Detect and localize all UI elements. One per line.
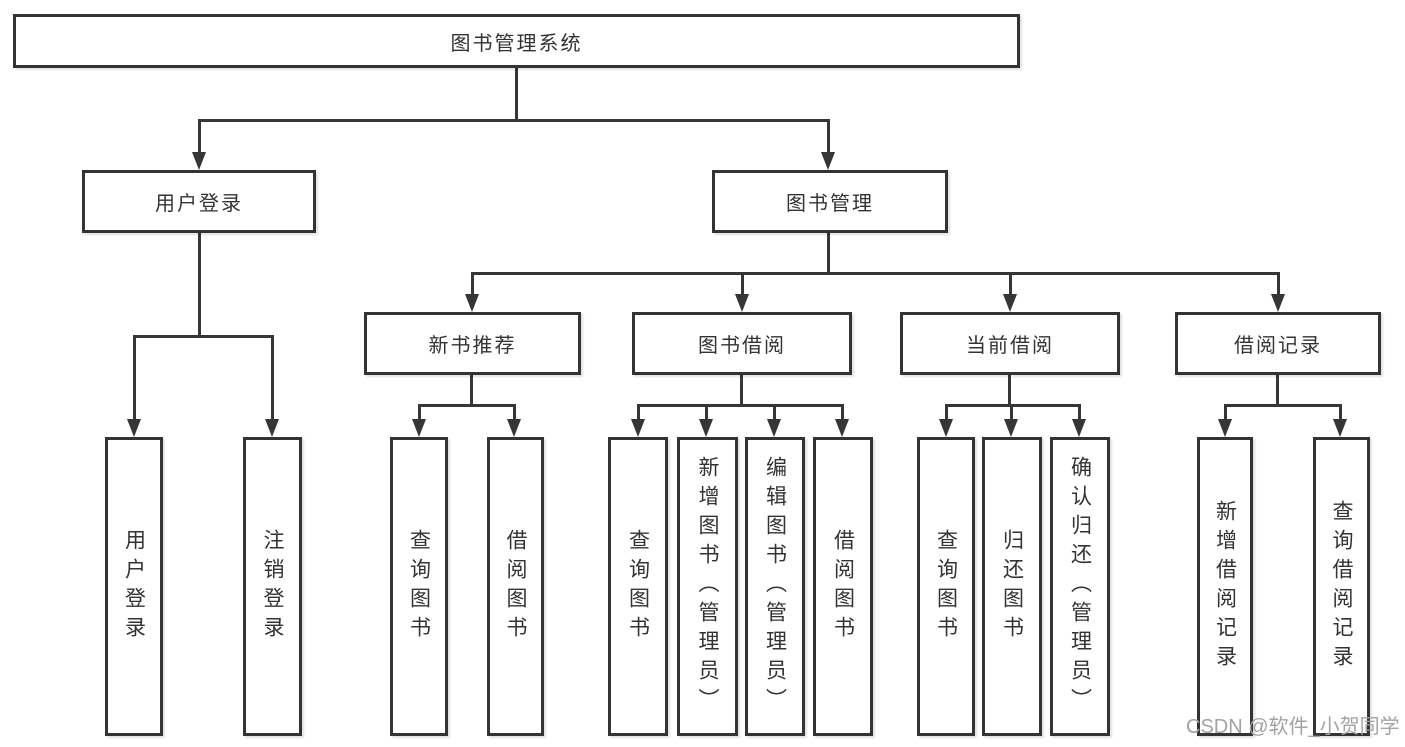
node-label: 查询图书 [934, 528, 958, 645]
arrowhead-edit-book-admin [767, 419, 781, 437]
connector-bookmgmt-vline [827, 233, 830, 272]
arrowhead-leaf-user-login [127, 419, 141, 437]
node-label: 新书推荐 [428, 335, 517, 357]
node-leaf-edit-book-admin: 编辑图书（管理员） [745, 437, 805, 736]
node-label: 用户登录 [155, 193, 243, 215]
arrowhead-add-book-admin [699, 419, 713, 437]
connector-recommend-vline [470, 375, 473, 404]
node-label: 查询图书 [626, 528, 650, 645]
arrowhead-confirm-return-admin [1072, 419, 1086, 437]
connector-bookmgmt-stem-3 [1009, 272, 1012, 294]
arrowhead-leaf-logout [265, 419, 279, 437]
node-label: 新增图书（管理员） [696, 456, 719, 717]
node-leaf-query-books-borrowing: 查询图书 [608, 437, 668, 736]
connector-bookmgmt-stem-2 [741, 272, 744, 294]
node-label: 借阅图书 [504, 528, 527, 645]
connector-bookmgmt-stem-4 [1277, 272, 1280, 294]
connector-userlogin-stem-2 [271, 335, 274, 419]
node-label: 归还图书 [1000, 528, 1024, 645]
arrowhead-book-management [821, 152, 835, 170]
arrowhead-add-borrow-record [1218, 419, 1232, 437]
arrowhead-user-login [192, 152, 206, 170]
node-leaf-user-login: 用户登录 [105, 437, 163, 736]
connector-userlogin-stem-1 [133, 335, 136, 419]
connector-current-hbar [945, 404, 1081, 407]
connector-records-stem-1 [1224, 404, 1227, 419]
node-book-management: 图书管理 [712, 170, 948, 233]
arrowhead-return-books [1004, 419, 1018, 437]
connector-borrowing-stem-2 [705, 404, 708, 419]
arrowhead-query-books-borrowing [631, 419, 645, 437]
connector-borrowing-stem-1 [637, 404, 640, 419]
arrowhead-new-book-recommendation [465, 294, 479, 312]
connector-userlogin-vline [198, 233, 201, 335]
connector-borrowing-hbar [637, 404, 844, 407]
connector-records-stem-2 [1339, 404, 1342, 419]
connector-recommend-hbar [418, 404, 516, 407]
arrowhead-borrowing-records [1271, 294, 1285, 312]
connector-root-stem-left [198, 119, 201, 152]
arrowhead-borrow-books-recommend [507, 419, 521, 437]
node-label: 查询借阅记录 [1330, 499, 1353, 674]
node-user-login: 用户登录 [82, 170, 316, 233]
connector-userlogin-hbar [133, 335, 274, 338]
connector-borrowing-stem-4 [841, 404, 844, 419]
node-leaf-logout: 注销登录 [243, 437, 302, 736]
node-leaf-return-books: 归还图书 [982, 437, 1042, 736]
node-leaf-query-books-current: 查询图书 [917, 437, 975, 736]
arrowhead-query-borrow-record [1333, 419, 1347, 437]
node-label: 图书管理系统 [450, 32, 583, 55]
connector-records-hbar [1224, 404, 1342, 407]
node-new-book-recommendation: 新书推荐 [364, 312, 581, 375]
connector-recommend-stem-2 [513, 404, 516, 419]
connector-recommend-stem-1 [418, 404, 421, 419]
connector-bookmgmt-stem-1 [471, 272, 474, 294]
node-library-management-system: 图书管理系统 [13, 14, 1020, 68]
node-leaf-borrow-books-recommend: 借阅图书 [487, 437, 544, 736]
node-leaf-add-borrow-record: 新增借阅记录 [1197, 437, 1253, 736]
node-label: 图书借阅 [698, 335, 786, 357]
node-label: 图书管理 [786, 193, 874, 215]
node-borrowing-records: 借阅记录 [1175, 312, 1381, 375]
node-leaf-query-borrow-record: 查询借阅记录 [1313, 437, 1370, 736]
node-label: 查询图书 [407, 528, 431, 645]
node-label: 新增借阅记录 [1213, 499, 1237, 674]
connector-bookmgmt-hbar [471, 272, 1279, 275]
node-leaf-borrow-books-borrowing: 借阅图书 [813, 437, 873, 736]
connector-current-stem-3 [1078, 404, 1081, 419]
connector-records-vline [1276, 375, 1279, 404]
node-leaf-confirm-return-admin: 确认归还（管理员） [1050, 437, 1110, 736]
connector-borrowing-stem-3 [773, 404, 776, 419]
arrowhead-query-books-current [939, 419, 953, 437]
node-label: 当前借阅 [966, 335, 1054, 357]
node-label: 用户登录 [122, 528, 146, 645]
node-leaf-add-book-admin: 新增图书（管理员） [677, 437, 738, 736]
node-label: 注销登录 [261, 528, 284, 645]
node-leaf-query-books-recommend: 查询图书 [390, 437, 448, 736]
connector-root-hbar [198, 119, 830, 122]
connector-current-stem-2 [1010, 404, 1013, 419]
connector-root-vline [515, 68, 518, 119]
node-label: 借阅记录 [1234, 335, 1322, 357]
node-book-borrowing: 图书借阅 [632, 312, 852, 375]
connector-current-stem-1 [945, 404, 948, 419]
watermark: CSDN @软件_小贺同学 [1186, 716, 1400, 738]
arrowhead-query-books-recommend [412, 419, 426, 437]
arrowhead-book-borrowing [735, 294, 749, 312]
node-label: 确认归还（管理员） [1068, 456, 1092, 717]
connector-current-vline [1008, 375, 1011, 404]
node-label: 编辑图书（管理员） [763, 456, 787, 717]
arrowhead-borrow-books-borrowing [835, 419, 849, 437]
node-label: 借阅图书 [831, 528, 855, 645]
connector-borrowing-vline [740, 375, 743, 404]
node-current-borrowing: 当前借阅 [900, 312, 1120, 375]
arrowhead-current-borrowing [1003, 294, 1017, 312]
connector-root-stem-right [827, 119, 830, 152]
